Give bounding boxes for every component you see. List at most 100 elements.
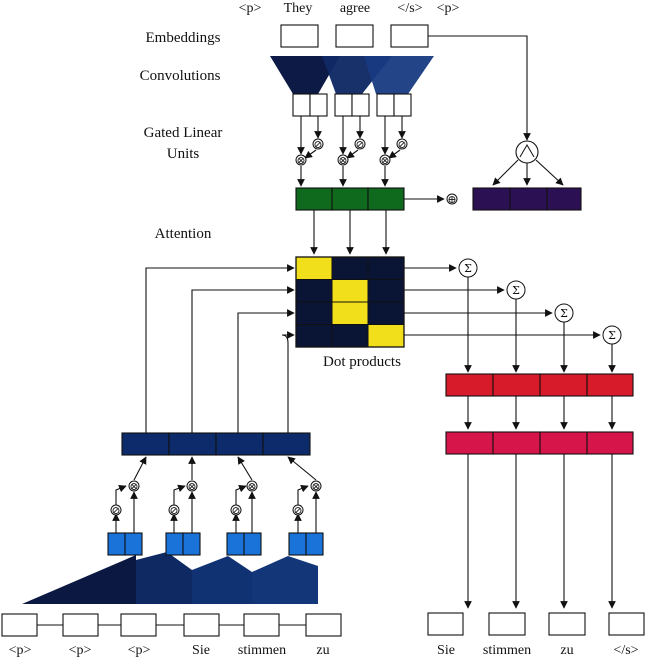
target-embedding-box xyxy=(62,613,99,637)
add-icon: ⊕ xyxy=(446,193,458,206)
source-embedding-box xyxy=(335,24,374,48)
encoder-output-vector xyxy=(295,187,405,211)
output-token: stimmen xyxy=(483,643,531,658)
decoder-glu-pair xyxy=(226,532,262,556)
output-token: </s> xyxy=(613,643,638,658)
svg-text:⊘: ⊘ xyxy=(231,504,240,517)
target-input-token: stimmen xyxy=(238,643,286,658)
target-input-token: Sie xyxy=(192,643,210,658)
svg-text:⊘: ⊘ xyxy=(355,138,364,151)
svg-text:⊘: ⊘ xyxy=(293,504,302,517)
attention-label: Attention xyxy=(155,226,212,242)
target-input-token: <p> xyxy=(128,643,151,658)
encoder-glu-unit xyxy=(297,116,322,187)
attention-cell-low xyxy=(367,279,405,303)
embedding-vector-purple xyxy=(472,187,582,211)
sigmoid-icon: ⊘ xyxy=(312,138,324,151)
output-token: Sie xyxy=(437,643,455,658)
decoder-state-vector xyxy=(121,432,311,456)
svg-text:Σ: Σ xyxy=(560,307,568,320)
svg-text:⊗: ⊗ xyxy=(129,480,138,493)
conv-output-cell xyxy=(334,93,353,117)
sigmoid-icon: ⊘ xyxy=(110,504,122,517)
glu-label-line2: Units xyxy=(167,146,200,162)
svg-text:⊗: ⊗ xyxy=(311,480,320,493)
output-box xyxy=(488,612,526,636)
convolutions-label: Convolutions xyxy=(140,68,221,84)
target-embedding-box xyxy=(1,613,38,637)
sigmoid-icon: ⊘ xyxy=(292,504,304,517)
svg-text:⊗: ⊗ xyxy=(380,154,389,167)
svg-text:⊗: ⊗ xyxy=(247,480,256,493)
attention-matrix xyxy=(295,256,405,348)
multiply-icon: ⊗ xyxy=(337,154,349,167)
output-token: zu xyxy=(560,643,573,658)
target-embedding-box xyxy=(183,613,220,637)
svg-text:⊕: ⊕ xyxy=(447,193,456,206)
embeddings-label: Embeddings xyxy=(146,30,221,46)
encoder-conv-filter xyxy=(364,56,434,94)
sigmoid-icon: ⊘ xyxy=(230,504,242,517)
multiply-icon: ⊗ xyxy=(128,480,140,493)
embedding-skip-arrow xyxy=(428,35,531,141)
source-token: <p> xyxy=(239,1,262,16)
attention-cell-low xyxy=(367,256,405,280)
target-embedding-box xyxy=(305,613,342,637)
source-embedding-box xyxy=(390,24,429,48)
svg-text:⊘: ⊘ xyxy=(313,138,322,151)
svg-text:Σ: Σ xyxy=(608,329,616,342)
target-input-token: <p> xyxy=(69,643,92,658)
sum-icon: Σ xyxy=(554,303,574,323)
attention-cell-low xyxy=(367,301,405,325)
svg-text:⊘: ⊘ xyxy=(111,504,120,517)
attention-cell-high xyxy=(295,256,333,280)
svg-text:⊗: ⊗ xyxy=(338,154,347,167)
attention-cell-low xyxy=(331,324,369,348)
decoder-glu-pair xyxy=(107,532,143,556)
glu-label-line1: Gated Linear xyxy=(144,125,223,141)
attention-cell-low xyxy=(295,324,333,348)
conv-output-cell xyxy=(309,93,328,117)
attention-cell-high xyxy=(367,324,405,348)
svg-text:⊘: ⊘ xyxy=(397,138,406,151)
svg-text:⊗: ⊗ xyxy=(187,480,196,493)
conv-output-cell xyxy=(292,93,311,117)
multiply-icon: ⊗ xyxy=(246,480,258,493)
attention-cell-low xyxy=(295,301,333,325)
output-box xyxy=(548,612,586,636)
decoder-glu-pair xyxy=(165,532,201,556)
conv-output-cell xyxy=(351,93,370,117)
target-embedding-box xyxy=(120,613,157,637)
target-input-token: <p> xyxy=(9,643,32,658)
multiply-icon: ⊗ xyxy=(295,154,307,167)
encoder-glu-unit xyxy=(339,116,364,187)
multiply-icon: ⊗ xyxy=(186,480,198,493)
attention-cell-low xyxy=(295,279,333,303)
svg-text:Σ: Σ xyxy=(464,262,472,275)
sigmoid-icon: ⊘ xyxy=(354,138,366,151)
decoder-conv-filter xyxy=(22,555,136,604)
source-token: They xyxy=(284,1,313,16)
multiply-icon: ⊗ xyxy=(379,154,391,167)
output-box xyxy=(427,612,464,636)
svg-text:⊗: ⊗ xyxy=(296,154,305,167)
source-token: agree xyxy=(340,1,370,16)
sum-icon: Σ xyxy=(506,280,526,300)
attention-cell-low xyxy=(331,256,369,280)
context-vector xyxy=(445,373,634,397)
sum-icon: Σ xyxy=(458,258,478,278)
conv-output-cell xyxy=(376,93,395,117)
sigmoid-icon: ⊘ xyxy=(168,504,180,517)
target-input-token: zu xyxy=(316,643,329,658)
decoder-conv-filter xyxy=(252,556,318,604)
split-icon xyxy=(515,140,539,164)
multiply-icon: ⊗ xyxy=(310,480,322,493)
encoder-glu-unit xyxy=(381,116,406,187)
attention-cell-high xyxy=(331,279,369,303)
sigmoid-icon: ⊘ xyxy=(396,138,408,151)
decoder-glu-wiring xyxy=(112,456,320,533)
decoder-glu-pair xyxy=(288,532,324,556)
decoder-combined-vector xyxy=(445,431,634,455)
svg-text:⊘: ⊘ xyxy=(169,504,178,517)
